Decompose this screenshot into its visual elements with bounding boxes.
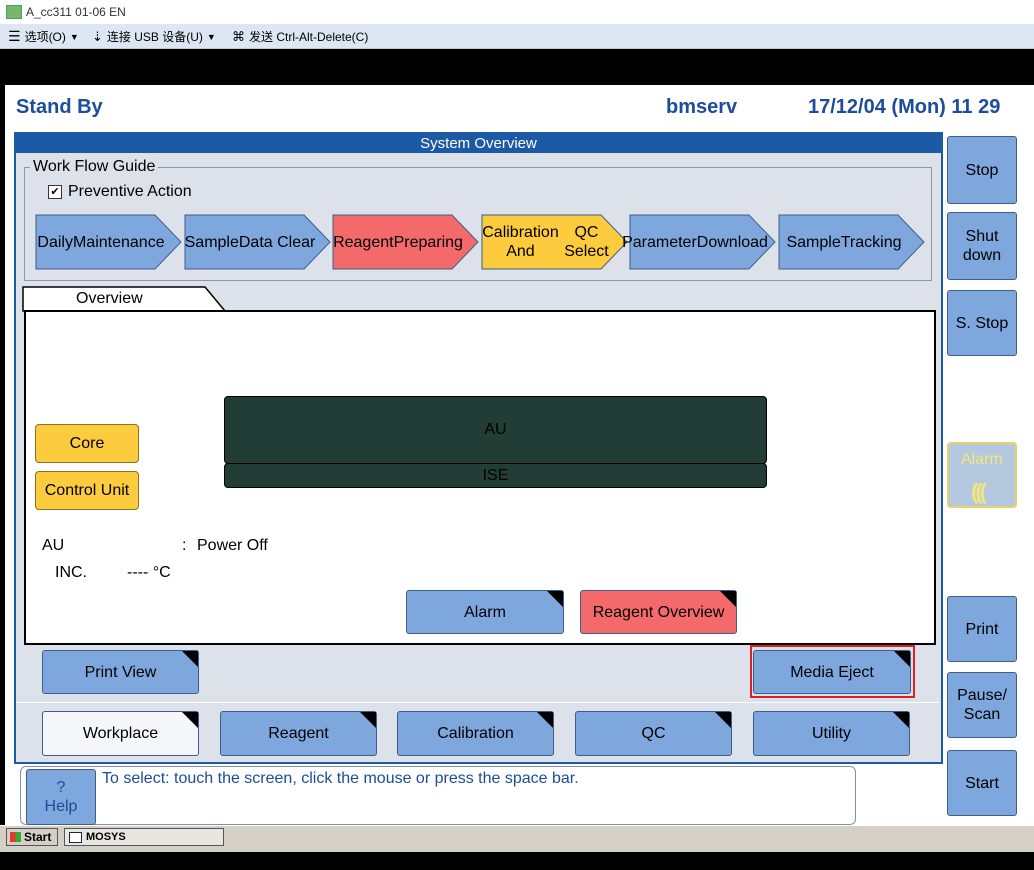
help-bar [20, 766, 856, 825]
workflow-arrow-shape [332, 214, 479, 270]
ise-block[interactable]: ISE [224, 463, 767, 488]
dropdown-icon: ▼ [69, 31, 79, 42]
workflow-step-line1: Parameter [622, 233, 697, 251]
inc-value: ---- °C [127, 564, 171, 581]
workflow-arrow-shape [629, 214, 776, 270]
stop-button[interactable]: Stop [947, 136, 1017, 204]
workflow-guide-label: Work Flow Guide [30, 158, 159, 176]
hamburger-icon: ☰ [8, 28, 21, 44]
send-cad-label: 发送 Ctrl-Alt-Delete(C) [249, 30, 369, 44]
control-unit-button[interactable]: Control Unit [35, 471, 139, 510]
window-icon [69, 831, 82, 843]
pause-scan-button[interactable]: Pause/ Scan [947, 672, 1017, 738]
workflow-guide-group [24, 167, 932, 281]
tab-utility[interactable]: Utility [753, 711, 910, 756]
tab-workplace[interactable]: Workplace [42, 711, 199, 756]
workflow-arrow-shape [481, 214, 628, 270]
workflow-step-line1: Calibration And [482, 224, 559, 260]
date-time: 17/12/04 (Mon) 11 29 [808, 96, 1001, 118]
inc-label: INC. [55, 564, 87, 581]
user-name: bmserv [666, 96, 738, 118]
usb-icon: ⇣ [92, 28, 103, 44]
options-menu-label: 选项(O) [24, 30, 66, 44]
taskbar-start-button[interactable]: Start [6, 828, 58, 846]
shutdown-button[interactable]: Shut down [947, 212, 1017, 280]
workflow-step-line1: Sample [786, 233, 841, 251]
tab-calibration[interactable]: Calibration [397, 711, 554, 756]
app-icon [6, 5, 22, 19]
alarm-wave-icon: ((( [971, 479, 987, 504]
workflow-step-line2: Tracking [840, 233, 902, 251]
status-title: Stand By [16, 96, 103, 118]
usb-menu[interactable]: ⇣ 连接 USB 设备(U) ▼ [92, 28, 216, 45]
usb-menu-label: 连接 USB 设备(U) [106, 30, 203, 44]
taskbar-start-label: Start [24, 830, 52, 844]
vm-menu-bar: ☰ 选项(O) ▼ ⇣ 连接 USB 设备(U) ▼ ⌘ 发送 Ctrl-Alt… [0, 24, 1034, 49]
workflow-arrow-shape [184, 214, 331, 270]
options-menu[interactable]: ☰ 选项(O) ▼ [8, 28, 79, 45]
tab-reagent[interactable]: Reagent [220, 711, 377, 756]
workflow-step-line2: QC Select [564, 224, 609, 260]
preventive-action-label: Preventive Action [68, 183, 192, 200]
print-view-button[interactable]: Print View [42, 650, 199, 694]
panel-title: System Overview [16, 134, 941, 153]
windows-logo-icon [10, 832, 21, 842]
shutdown-label-2: down [962, 247, 1002, 264]
tab-overview[interactable]: Overview [76, 290, 143, 307]
workflow-step-line1: Daily [37, 233, 73, 251]
workflow-arrow-shape [35, 214, 182, 270]
workflow-step-line2: Data Clear [238, 233, 316, 251]
network-icon: ⌘ [232, 28, 245, 44]
status-unit-name: AU [42, 537, 65, 554]
preventive-action-checkbox[interactable]: ✔ [48, 185, 62, 199]
window-title: A_cc311 01-06 EN [26, 5, 126, 19]
workflow-step-line1: Reagent [333, 233, 394, 251]
alarm-overview-button[interactable]: Alarm [406, 590, 564, 634]
status-separator: : [182, 537, 187, 554]
help-button-label: Help [44, 798, 78, 815]
pause-label-1: Pause/ [957, 687, 1007, 704]
media-eject-highlight [750, 645, 915, 698]
help-question-icon: ? [56, 779, 66, 796]
workflow-step-line2: Download [696, 233, 768, 251]
help-message: To select: touch the screen, click the m… [102, 770, 579, 787]
workflow-step-line1: Sample [184, 233, 239, 251]
window-title-bar: A_cc311 01-06 EN [0, 0, 1034, 24]
status-value: Power Off [197, 537, 268, 554]
workflow-step-line2: Maintenance [72, 233, 165, 251]
shutdown-label-1: Shut [965, 228, 999, 245]
pause-label-2: Scan [963, 706, 1001, 723]
au-block[interactable]: AU [224, 396, 767, 464]
taskbar-task-mosys[interactable]: MOSYS [64, 828, 224, 846]
tab-qc[interactable]: QC [575, 711, 732, 756]
dropdown-icon: ▼ [206, 31, 216, 42]
bottom-nav-divider [16, 702, 939, 703]
alarm-button[interactable]: Alarm ((( [947, 442, 1017, 508]
core-button[interactable]: Core [35, 424, 139, 463]
s-stop-button[interactable]: S. Stop [947, 290, 1017, 356]
workflow-step-line2: Preparing [393, 233, 463, 251]
print-button[interactable]: Print [947, 596, 1017, 662]
help-button[interactable]: ? Help [26, 769, 96, 825]
send-cad-menu[interactable]: ⌘ 发送 Ctrl-Alt-Delete(C) [232, 28, 368, 45]
workflow-arrow-shape [778, 214, 925, 270]
taskbar-task-label: MOSYS [86, 831, 126, 843]
reagent-overview-button[interactable]: Reagent Overview [580, 590, 737, 634]
media-eject-button[interactable]: Media Eject [753, 650, 911, 694]
alarm-button-label: Alarm [961, 451, 1003, 468]
start-button[interactable]: Start [947, 750, 1017, 816]
